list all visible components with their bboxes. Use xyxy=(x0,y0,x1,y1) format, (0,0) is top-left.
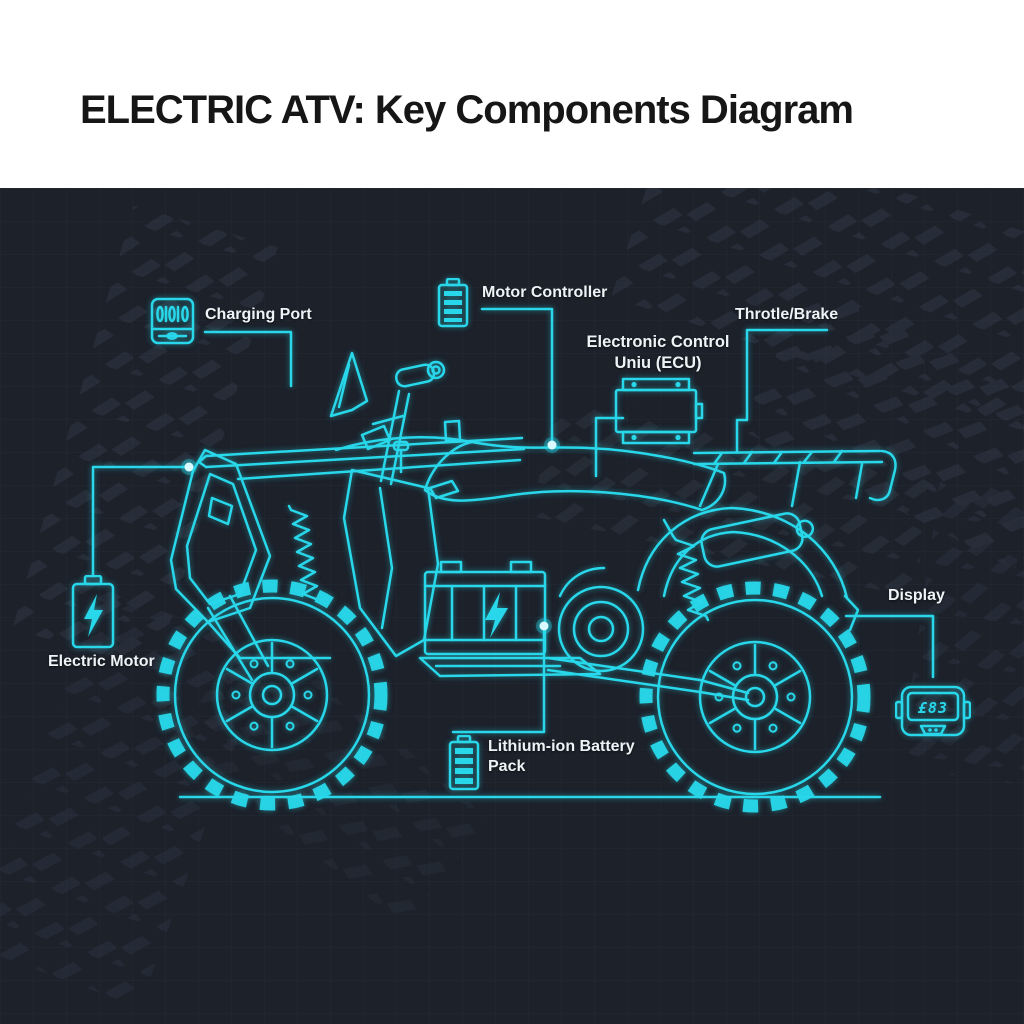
electric-motor-label: Electric Motor xyxy=(48,653,155,670)
charging-port-callout-line xyxy=(203,330,293,388)
ecu-label: Electronic Control Uniu (ECU) xyxy=(586,333,730,372)
swingarm xyxy=(546,656,750,702)
throttle-brake-label: Throtle/Brake xyxy=(735,306,839,323)
charging-port-icon xyxy=(150,297,195,345)
rear-shock xyxy=(662,518,710,622)
seat-and-tank xyxy=(334,436,727,512)
callout-lines xyxy=(91,307,935,734)
muffler xyxy=(700,512,815,568)
charging-port-label: Charging Port xyxy=(205,306,312,323)
battery-pack-label: Lithium-ion Battery Pack xyxy=(488,738,635,775)
chassis-battery-box xyxy=(423,560,562,668)
mid-body-panel xyxy=(342,468,602,678)
diagram-panel: Charging Port Motor Controller Electroni… xyxy=(0,188,1024,1024)
page-title: ELECTRIC ATV: Key Components Diagram xyxy=(80,88,854,132)
motor-hub xyxy=(557,566,645,673)
rear-wheel xyxy=(639,581,871,813)
battery-gauge-icon xyxy=(437,278,469,328)
rear-rack xyxy=(692,449,897,508)
display-icon: £83 xyxy=(895,685,971,737)
motor-controller-callout-line xyxy=(480,307,554,444)
callout-dots xyxy=(181,437,560,634)
handlebar-assembly xyxy=(329,351,446,486)
motor-controller-label: Motor Controller xyxy=(482,284,608,301)
tire-track-marks xyxy=(0,188,1024,1008)
battery-pack-icon xyxy=(448,735,480,791)
atv-line-art xyxy=(156,351,897,813)
bolt-glyph xyxy=(485,592,508,638)
header: ELECTRIC ATV: Key Components Diagram xyxy=(0,0,1024,188)
throttle-brake-callout-line xyxy=(735,328,829,453)
battery-bolt-icon xyxy=(71,575,115,649)
display-callout-line xyxy=(844,614,935,679)
ecu-module-icon xyxy=(614,377,704,445)
ecu-callout-line xyxy=(594,416,625,478)
atv-diagram-canvas xyxy=(0,188,1024,1024)
front-fender xyxy=(169,448,332,682)
battery-pack-callout-line xyxy=(451,628,546,734)
front-shock xyxy=(287,504,319,601)
display-label: Display xyxy=(888,587,945,604)
display-reading: £83 xyxy=(917,699,948,717)
front-wheel xyxy=(156,579,388,811)
rear-fender xyxy=(636,506,860,632)
electric-motor-callout-line xyxy=(91,465,187,578)
